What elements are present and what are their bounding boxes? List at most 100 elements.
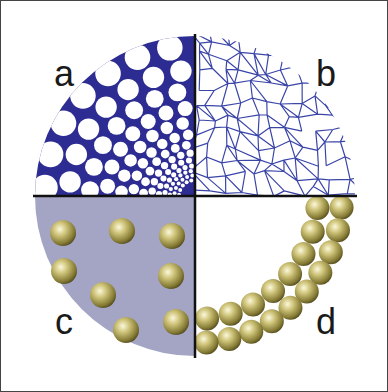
pore (182, 165, 187, 170)
pore (132, 170, 142, 180)
particle (113, 317, 139, 343)
pore (129, 184, 139, 194)
pore (178, 188, 182, 192)
pore (105, 159, 120, 174)
pore (169, 187, 173, 191)
pore (155, 169, 162, 176)
particle (305, 196, 329, 220)
particle (195, 306, 219, 330)
particle (163, 309, 189, 335)
pore (141, 114, 156, 129)
pore (160, 176, 166, 182)
quadrant-label: c (55, 304, 73, 340)
pore (190, 174, 194, 178)
pore (78, 118, 99, 139)
particle (241, 292, 265, 316)
pore (189, 164, 194, 169)
pore (178, 160, 184, 166)
pore (157, 183, 163, 189)
pore (183, 171, 187, 175)
pore (100, 179, 115, 194)
pore (185, 175, 189, 179)
pores (32, 35, 194, 200)
pore (134, 141, 147, 154)
pore (183, 130, 193, 140)
pore (176, 117, 189, 130)
particle (291, 242, 315, 266)
pore (157, 139, 167, 149)
pore (143, 67, 164, 88)
particle (261, 279, 285, 303)
pore (180, 178, 184, 182)
pore (176, 168, 181, 173)
particle (278, 262, 302, 286)
matrix-quadrant (35, 196, 195, 356)
pore (95, 96, 116, 117)
pore (85, 158, 103, 176)
pore (173, 191, 177, 195)
particle (239, 320, 263, 344)
pore (169, 133, 179, 143)
particle (301, 220, 325, 244)
pore (146, 147, 156, 157)
pore (165, 169, 171, 175)
divider (194, 34, 197, 358)
pore (189, 178, 193, 182)
particle (50, 220, 76, 246)
pore (181, 184, 185, 188)
pore (158, 106, 173, 121)
pore (171, 182, 175, 186)
pore (185, 180, 189, 184)
polymer-network (190, 21, 366, 196)
pore (146, 130, 159, 143)
pore (161, 150, 170, 159)
pore (149, 188, 156, 195)
particle-ring (195, 196, 354, 355)
pore (177, 152, 184, 159)
pore (38, 142, 64, 168)
pore (125, 44, 151, 70)
quadrant-label: b (316, 56, 336, 92)
pore (182, 141, 191, 150)
pore (186, 157, 192, 163)
pore (152, 157, 161, 166)
pore (117, 79, 138, 100)
pore (125, 126, 140, 141)
particle (219, 302, 243, 326)
particle (319, 240, 343, 264)
pore (161, 122, 174, 135)
particle (217, 327, 241, 351)
quadrant-label: d (316, 304, 336, 340)
pore (51, 111, 77, 137)
pore (138, 158, 148, 168)
pore (168, 156, 175, 163)
pore (170, 60, 191, 81)
particle (260, 309, 284, 333)
pore (108, 117, 126, 135)
pore (113, 142, 128, 157)
pore (178, 173, 182, 177)
pore (171, 164, 177, 170)
pore (118, 169, 131, 182)
particle (51, 258, 77, 284)
pore (94, 136, 112, 154)
particle (109, 218, 135, 244)
pore (171, 144, 180, 153)
pore (125, 101, 143, 119)
particle (330, 196, 354, 220)
pore (168, 83, 186, 101)
pore (141, 177, 150, 186)
pore (177, 181, 181, 185)
pore (164, 183, 169, 188)
network-strands (190, 21, 366, 196)
pore (174, 186, 178, 190)
dispersed-particles (50, 218, 189, 343)
pore (146, 90, 164, 108)
pore (167, 177, 172, 182)
pore (151, 178, 158, 185)
pore (163, 190, 168, 195)
pore (174, 177, 178, 181)
particle (195, 331, 219, 355)
